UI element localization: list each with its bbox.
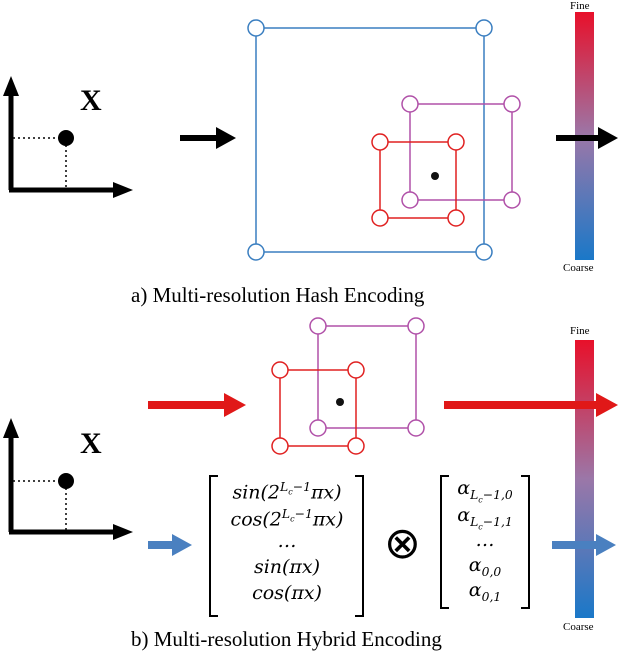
arrow-red-input [148,393,246,417]
arrow-blue-input [148,534,192,556]
caption-panel-a: a) Multi-resolution Hash Encoding [131,283,425,307]
input-point-a [58,130,74,146]
axes-b [8,432,120,535]
input-point-b [58,473,74,489]
colorbar-a-top-label: Fine [570,0,590,12]
fine-grid-cell-a [371,133,465,227]
tensor-product-operator: ⊗ [384,518,421,569]
point-label-b: X [80,427,102,460]
query-point-a [431,172,439,180]
coef-row: αLc−1,1 [457,504,513,532]
coarse-grid-cell [247,19,493,261]
coef-row: α0,1 [468,579,502,604]
axis-y-arrowhead-b [3,418,19,438]
coef-row: α0,0 [468,554,502,579]
caption-panel-b: b) Multi-resolution Hybrid Encoding [131,627,442,651]
coef-row: … [475,529,495,551]
bracket-left-vector [209,475,364,617]
colorbar-b [575,340,594,618]
fine-grid-cell-b [271,361,365,455]
arrow-red-output [444,393,618,417]
colorbar-b-top-label: Fine [570,325,590,337]
mid-grid-cell-b [309,317,425,437]
axes-a [8,90,120,193]
dotted-guides-b [13,480,67,530]
arrow-grid-to-features-a [556,127,618,149]
coef-row: αLc−1,0 [457,477,513,505]
dotted-guides-a [13,137,67,188]
arrow-input-to-grid-a [180,127,236,149]
colorbar-a-bottom-label: Coarse [563,262,594,274]
freq-row: sin(πx) [253,556,321,578]
freq-row: cos(2Lc−1πx) [230,507,344,531]
bracket-right-vector [440,475,530,609]
axis-y-arrowhead-a [3,76,19,96]
colorbar-b-bottom-label: Coarse [563,621,594,633]
freq-row: cos(πx) [252,582,322,604]
point-label-a: X [80,84,102,117]
mid-grid-cell-a [401,95,521,209]
coefficient-vector: αLc−1,0 αLc−1,1 … α0,0 α0,1 [443,477,527,604]
axis-x-arrowhead-a [113,182,133,198]
freq-row: … [277,530,297,552]
query-point-b [336,398,344,406]
frequency-vector: sin(2Lc−1πx) cos(2Lc−1πx) … sin(πx) cos(… [214,476,360,605]
arrow-blue-output [552,534,616,556]
freq-row: sin(2Lc−1πx) [232,480,342,504]
axis-x-arrowhead-b [113,524,133,540]
